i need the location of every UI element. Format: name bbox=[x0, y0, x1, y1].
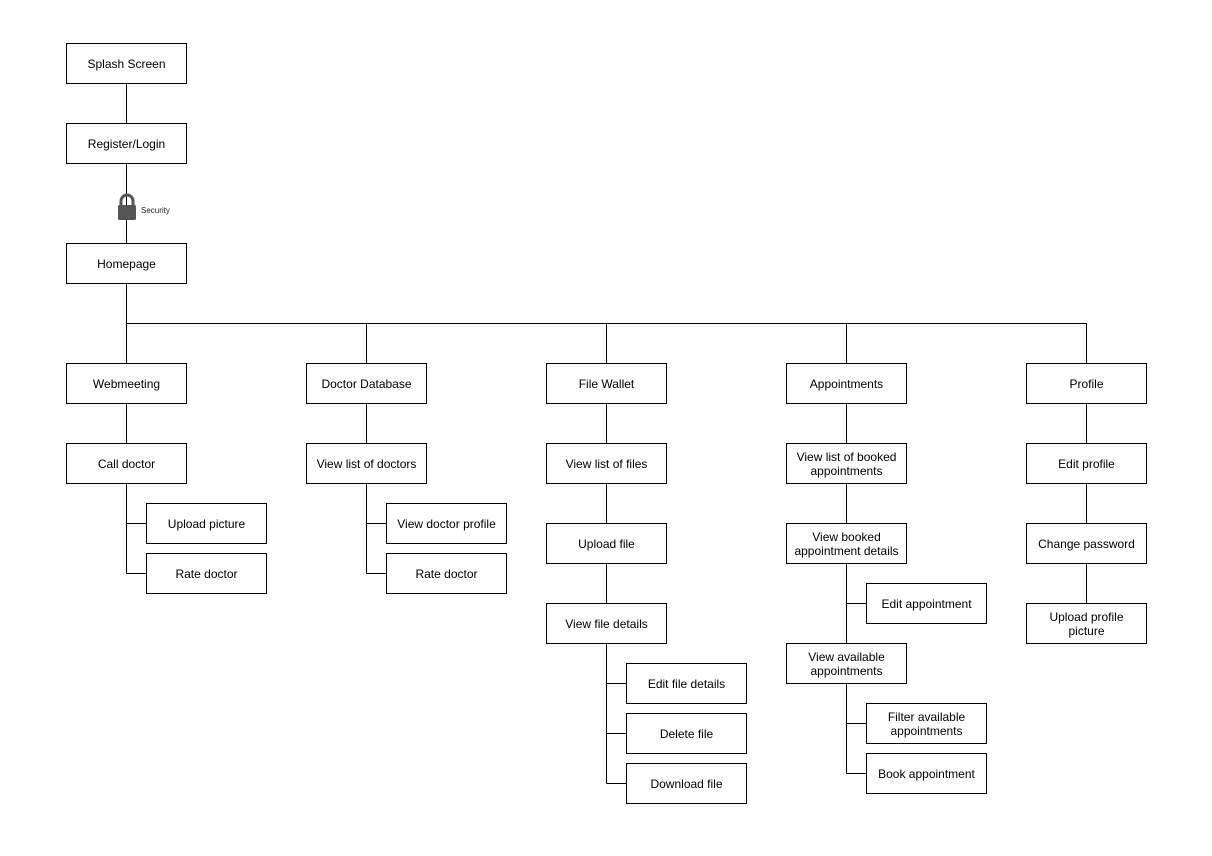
node-label: Edit profile bbox=[1058, 456, 1115, 471]
node-label: Download file bbox=[650, 776, 723, 791]
node-label: Upload profile picture bbox=[1049, 609, 1124, 638]
node-label: Profile bbox=[1069, 376, 1104, 391]
node-label: Doctor Database bbox=[321, 376, 412, 391]
node-label: Webmeeting bbox=[92, 376, 161, 391]
node-label: Register/Login bbox=[87, 136, 166, 151]
node-delete-file: Delete file bbox=[626, 713, 747, 754]
node-download-file: Download file bbox=[626, 763, 747, 804]
node-label: View list of doctors bbox=[316, 456, 417, 471]
node-label: File Wallet bbox=[578, 376, 635, 391]
node-upload-file: Upload file bbox=[546, 523, 667, 564]
node-book-appointment: Book appointment bbox=[866, 753, 987, 794]
node-label: View booked appointment details bbox=[794, 529, 899, 558]
node-splash-screen: Splash Screen bbox=[66, 43, 187, 84]
node-homepage: Homepage bbox=[66, 243, 187, 284]
node-label: Rate doctor bbox=[415, 566, 478, 581]
node-label: Edit appointment bbox=[881, 596, 972, 611]
node-label: Appointments bbox=[809, 376, 884, 391]
node-label: Call doctor bbox=[97, 456, 156, 471]
node-view-booked-appointment-details: View booked appointment details bbox=[786, 523, 907, 564]
node-edit-profile: Edit profile bbox=[1026, 443, 1147, 484]
node-change-password: Change password bbox=[1026, 523, 1147, 564]
node-view-doctor-profile: View doctor profile bbox=[386, 503, 507, 544]
node-webmeeting: Webmeeting bbox=[66, 363, 187, 404]
node-label: Upload file bbox=[578, 536, 635, 551]
node-label: Upload picture bbox=[167, 516, 246, 531]
node-filter-available-appointments: Filter available appointments bbox=[866, 703, 987, 744]
node-webmeeting-rate-doctor: Rate doctor bbox=[146, 553, 267, 594]
node-label: View list of files bbox=[565, 456, 648, 471]
node-label: View doctor profile bbox=[397, 516, 496, 531]
node-label: Book appointment bbox=[878, 766, 975, 781]
node-view-available-appointments: View available appointments bbox=[786, 643, 907, 684]
node-appointments: Appointments bbox=[786, 363, 907, 404]
node-label: Filter available appointments bbox=[887, 709, 966, 738]
node-doctor-database: Doctor Database bbox=[306, 363, 427, 404]
node-register-login: Register/Login bbox=[66, 123, 187, 164]
security-label: Security bbox=[141, 206, 170, 215]
node-label: View available appointments bbox=[808, 649, 885, 678]
node-label: Splash Screen bbox=[87, 56, 166, 71]
node-profile: Profile bbox=[1026, 363, 1147, 404]
node-view-booked-appointments: View list of booked appointments bbox=[786, 443, 907, 484]
lock-icon bbox=[118, 193, 136, 220]
node-view-file-details: View file details bbox=[546, 603, 667, 644]
node-call-doctor: Call doctor bbox=[66, 443, 187, 484]
node-file-wallet: File Wallet bbox=[546, 363, 667, 404]
node-label: Delete file bbox=[659, 726, 714, 741]
node-label: View list of booked appointments bbox=[796, 449, 897, 478]
node-label: View file details bbox=[565, 616, 648, 631]
node-label: Change password bbox=[1038, 536, 1135, 551]
node-upload-profile-picture: Upload profile picture bbox=[1026, 603, 1147, 644]
node-label: Edit file details bbox=[647, 676, 726, 691]
node-doctordb-rate-doctor: Rate doctor bbox=[386, 553, 507, 594]
node-edit-file-details: Edit file details bbox=[626, 663, 747, 704]
node-label: Homepage bbox=[97, 256, 156, 271]
node-view-list-of-files: View list of files bbox=[546, 443, 667, 484]
node-edit-appointment: Edit appointment bbox=[866, 583, 987, 624]
node-label: Rate doctor bbox=[175, 566, 238, 581]
node-upload-picture: Upload picture bbox=[146, 503, 267, 544]
node-view-list-of-doctors: View list of doctors bbox=[306, 443, 427, 484]
